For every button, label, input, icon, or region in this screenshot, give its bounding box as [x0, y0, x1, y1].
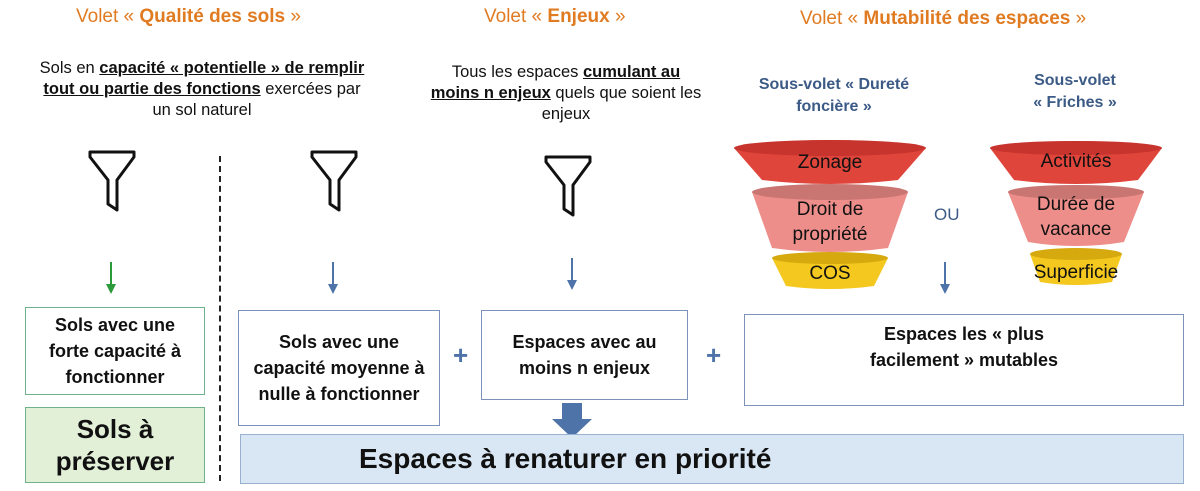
box-forte-capacite: Sols avec une forte capacité à fonctionn… [25, 307, 205, 395]
volet-enjeux-title: Volet « Enjeux » [484, 6, 626, 27]
arrow-blue-icon-mutables [940, 262, 950, 294]
filter-icon-moyenne [310, 150, 358, 212]
box-enjeux: Espaces avec au moins n enjeux [481, 310, 688, 400]
filter-icon-sols [88, 150, 136, 212]
ou-label: OU [934, 205, 960, 224]
funnel-durete-propriete: Droit de propriété [792, 199, 868, 245]
dashed-separator [219, 156, 221, 481]
arrow-green-icon [106, 262, 116, 294]
big-down-arrow-icon [552, 403, 592, 438]
box-mutables: Espaces les « plus facilement » mutables [744, 314, 1184, 406]
volet-mutabilite-title: Volet « Mutabilité des espaces » [800, 8, 1087, 29]
arrow-blue-icon-enjeux [567, 258, 577, 290]
funnel-friches-superficie: Superficie [1033, 262, 1119, 283]
box-capacite-moyenne: Sols avec une capacité moyenne à nulle à… [238, 310, 440, 426]
plus-sign-2: + [706, 340, 722, 370]
subvolet-durete: Sous-volet « Dureté foncière » [758, 76, 910, 115]
funnel-friches-activites: Activités [1040, 151, 1112, 172]
box-sols-preserver: Sols à préserver [25, 407, 205, 483]
arrow-blue-icon-moyenne [328, 262, 338, 294]
plus-sign-1: + [453, 340, 469, 370]
funnel-durete-zonage: Zonage [797, 152, 863, 173]
funnel-friches [990, 141, 1162, 285]
box-espaces-renaturer: Espaces à renaturer en priorité [240, 434, 1184, 484]
subvolet-friches: Sous-volet « Friches » [1033, 72, 1117, 111]
filter-icon-enjeux [544, 155, 592, 217]
funnel-durete-cos: COS [809, 263, 851, 284]
funnel-durete [734, 140, 926, 289]
desc-sols: Sols en capacité « potentielle » de remp… [39, 59, 365, 119]
funnel-friches-vacance: Durée de vacance [1036, 194, 1116, 240]
volet-sols-title: Volet « Qualité des sols » [76, 6, 301, 27]
desc-enjeux: Tous les espaces cumulant au moins n enj… [430, 63, 702, 123]
